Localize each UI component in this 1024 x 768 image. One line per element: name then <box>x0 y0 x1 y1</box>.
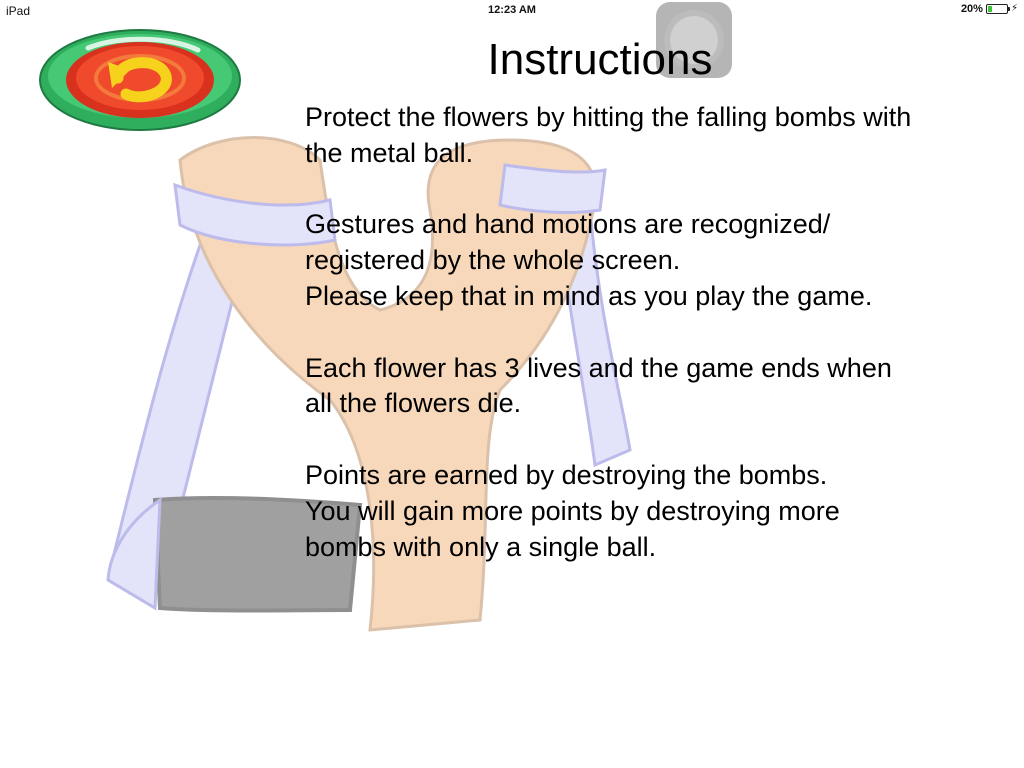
restart-button[interactable] <box>38 28 242 132</box>
instruction-paragraph: Points are earned by destroying the bomb… <box>305 459 828 490</box>
instructions-text: Protect the flowers by hitting the falli… <box>305 100 925 601</box>
instruction-paragraph: Gestures and hand motions are recognized… <box>305 209 831 276</box>
battery-icon <box>985 4 1010 14</box>
slingshot-illustration <box>106 136 632 632</box>
battery-fill <box>987 6 992 12</box>
battery-percentage: 20% <box>960 3 983 15</box>
battery-status: 20% ⚡ <box>961 3 1018 15</box>
restart-arrow-icon <box>108 57 172 103</box>
instruction-paragraph: Please keep that in mind as you play the… <box>305 280 873 311</box>
status-bar: iPad 12:23 AM 20% ⚡ <box>0 0 1024 22</box>
instruction-paragraph: Protect the flowers by hitting the falli… <box>305 102 912 168</box>
device-name: iPad <box>6 4 31 18</box>
status-time: 12:23 AM <box>488 4 536 16</box>
assistive-touch-button[interactable] <box>656 2 732 78</box>
page-title: Instructions <box>487 35 713 84</box>
assistive-touch-icon <box>670 16 718 64</box>
charging-bolt-icon: ⚡ <box>1010 3 1018 14</box>
instruction-paragraph: You will gain more points by destroying … <box>305 495 840 562</box>
instruction-paragraph: Each flower has 3 lives and the game end… <box>305 352 892 419</box>
